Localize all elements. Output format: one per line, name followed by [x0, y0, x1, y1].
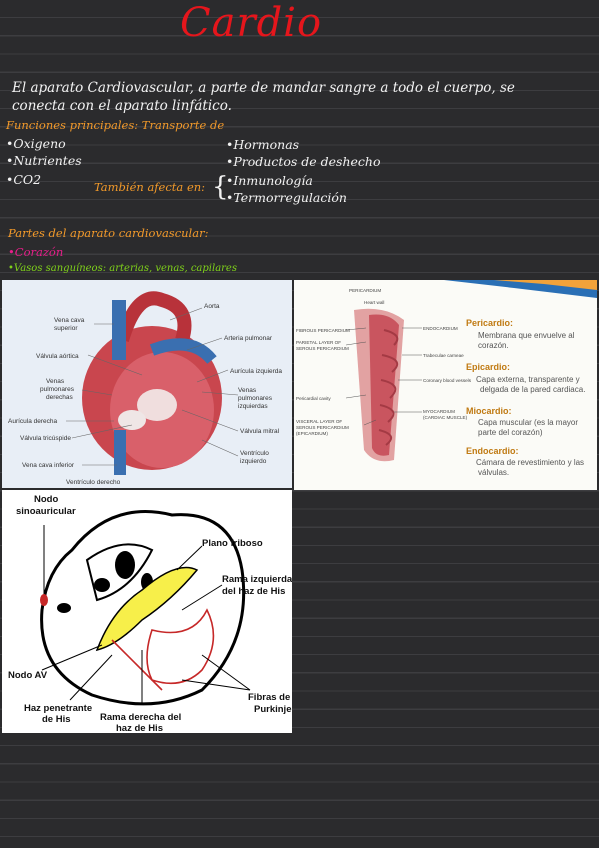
intro-line-1: El aparato Cardiovascular, a parte de ma…	[12, 80, 515, 96]
label-rama-izq-2: del haz de His	[222, 586, 285, 597]
label-ventriculo-der: Ventrículo derecho	[66, 479, 121, 486]
label-parietal-2: SEROUS PERICARDIUM	[296, 346, 349, 351]
label-visceral-3: (EPICARDIUM)	[296, 431, 328, 436]
vena-cava-superior-shape	[112, 300, 126, 360]
layer-endocardio-desc-1: Cámara de revestimiento y las	[476, 458, 584, 467]
heart-layers-diagram: PERICARDIUM Heart wall FIBROUS PERICARDI…	[294, 280, 597, 490]
label-cavity: Pericardial cavity	[296, 396, 331, 401]
label-venas-der-2: pulmonares	[40, 386, 75, 393]
layer-pericardio-desc-2: corazón.	[478, 341, 509, 350]
label-rama-der-2: haz de His	[116, 723, 163, 733]
label-auricula-izq: Aurícula izquierda	[230, 368, 282, 375]
label-ventriculo-izq-2: izquierdo	[240, 458, 267, 465]
plano-fibroso-shape	[95, 566, 199, 652]
label-vci: Vena cava inferior	[22, 462, 75, 469]
label-plano: Plano friboso	[202, 538, 263, 549]
label-nodo-sa-2: sinoauricular	[16, 506, 76, 517]
page-title: Cardio	[180, 0, 323, 46]
heart-anatomy-diagram: Aorta Vena cava superior Arteria pulmona…	[2, 280, 292, 488]
parts-item-vasos: •Vasos sanguíneos: arterias, venas, capi…	[8, 263, 237, 274]
intro-line-2: conecta con el aparato linfático.	[12, 98, 232, 114]
function-item-nutrientes: •Nutrientes	[6, 153, 82, 168]
label-vcs-2: superior	[54, 325, 78, 332]
layer-miocardio-title: Miocardio:	[466, 406, 512, 416]
layer-miocardio-desc-1: Capa muscular (es la mayor	[478, 418, 578, 427]
label-myocardium-2: (CARDIAC MUSCLE)	[423, 415, 468, 420]
label-coronary: Coronary blood vessels	[423, 378, 472, 383]
function-item-co2: •CO2	[6, 172, 42, 187]
label-arteria-pulmonar: Arteria pulmonar	[224, 335, 273, 342]
layer-epicardio-desc-1: Capa externa, transparente y	[476, 375, 580, 384]
also-affects-label: También afecta en:	[94, 180, 206, 194]
label-trabeculae: Trabeculae carneae	[423, 353, 464, 358]
label-valvula-mitral: Válvula mitral	[240, 428, 280, 435]
label-myocardium-1: MYOCARDIUM	[423, 409, 455, 414]
label-pericardium: PERICARDIUM	[349, 288, 381, 293]
layer-epicardio-desc-2: delgada de la pared cardiaca.	[480, 385, 585, 394]
label-nodo-sa-1: Nodo	[34, 494, 58, 505]
functions-heading: Funciones principales: Transporte de	[6, 118, 225, 132]
label-haz-2: de His	[42, 714, 71, 725]
brace-icon: {	[212, 172, 229, 202]
function-item-oxigeno: •Oxigeno	[6, 136, 66, 151]
label-valvula-tricuspide: Válvula tricúspide	[20, 435, 71, 442]
function-item-hormonas: •Hormonas	[226, 137, 300, 152]
label-auricula-der: Aurícula derecha	[8, 418, 58, 425]
layer-endocardio-desc-2: válvulas.	[478, 468, 509, 477]
label-fibras-1: Fibras de	[248, 692, 290, 703]
parts-heading: Partes del aparato cardiovascular:	[8, 226, 209, 240]
nodo-sa-marker	[40, 594, 48, 606]
label-vcs-1: Vena cava	[54, 317, 85, 324]
label-venas-der-3: derechas	[46, 394, 73, 401]
label-nodo-av: Nodo AV	[8, 670, 48, 681]
arteria-pulmonar-shape	[149, 338, 217, 365]
label-fibrous: FIBROUS PERICARDIUM	[296, 328, 350, 333]
layer-endocardio-title: Endocardio:	[466, 446, 519, 456]
label-fibras-2: Purkinje	[254, 704, 292, 715]
label-valvula-aortica: Válvula aórtica	[36, 353, 79, 360]
conduction-system-diagram: Nodo sinoauricular Plano friboso Rama iz…	[2, 490, 292, 733]
aorta-arch-shape	[115, 291, 192, 343]
label-venas-izq-1: Venas	[238, 387, 257, 394]
label-venas-der-1: Venas	[46, 378, 65, 385]
label-heart-wall: Heart wall	[364, 300, 384, 305]
also-item-termorregulacion: •Termorregulación	[226, 190, 347, 205]
label-venas-izq-2: pulmonares	[238, 395, 273, 402]
also-item-inmunologia: •Inmunología	[226, 173, 313, 188]
label-rama-der-1: Rama derecha del	[100, 712, 181, 723]
function-item-productos: •Productos de deshecho	[226, 154, 381, 169]
vena-cava-inferior-shape	[114, 430, 126, 475]
label-ventriculo-izq-1: Ventrículo	[240, 450, 269, 457]
label-visceral-2: SEROUS PERICARDIUM	[296, 425, 349, 430]
label-visceral-1: VISCERAL LAYER OF	[296, 419, 342, 424]
label-venas-izq-3: izquierdas	[238, 403, 268, 410]
label-rama-izq-1: Rama izquierda	[222, 574, 292, 585]
label-endocardium: ENDOCARDIUM	[423, 326, 458, 331]
label-haz-1: Haz penetrante	[24, 703, 92, 714]
layer-miocardio-desc-2: parte del corazón)	[478, 428, 543, 437]
layer-pericardio-desc-1: Membrana que envuelve al	[478, 331, 575, 340]
layer-epicardio-title: Epicardio:	[466, 362, 510, 372]
label-aorta: Aorta	[204, 303, 220, 310]
label-parietal-1: PARIETAL LAYER OF	[296, 340, 341, 345]
parts-item-corazon: •Corazón	[8, 245, 64, 259]
layer-pericardio-title: Pericardio:	[466, 318, 513, 328]
